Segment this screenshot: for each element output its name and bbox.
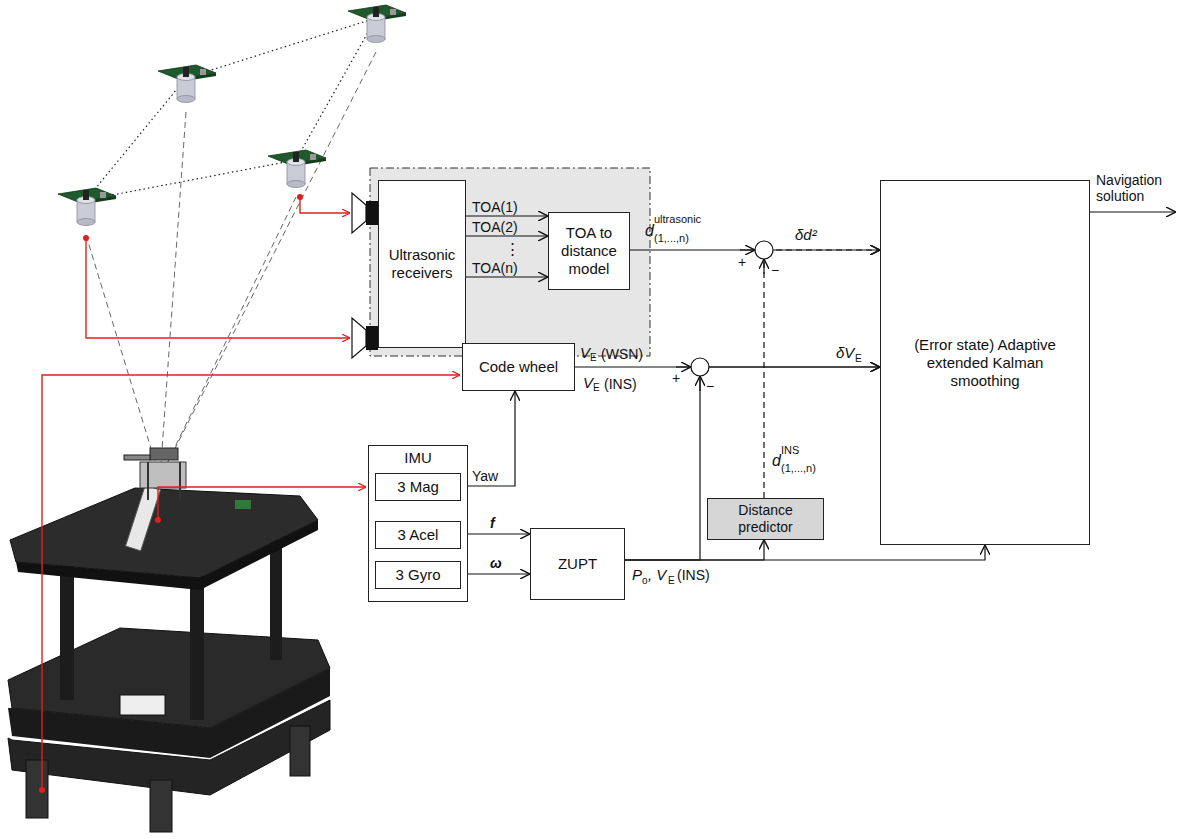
summing-junction [691, 241, 773, 376]
sign: − [771, 262, 779, 278]
connector [466, 276, 548, 277]
edge-label: Yaw [472, 468, 498, 484]
signal-name: δd² [795, 226, 817, 243]
superscript: INS [781, 444, 799, 457]
process-box: ZUPT [530, 528, 625, 600]
beacon [268, 150, 326, 188]
subscript: o [642, 575, 648, 587]
connector [625, 367, 880, 560]
edge-label: f [490, 515, 495, 531]
connector [466, 235, 548, 236]
sensor-box: 3 Acel [375, 521, 461, 549]
node-text: 3 Mag [397, 478, 439, 496]
connector [764, 250, 880, 498]
connector [625, 540, 764, 560]
sensor-link-dot [39, 194, 303, 793]
sign: − [706, 378, 714, 394]
signal-name: (INS) [604, 376, 637, 392]
beacon-links [86, 18, 376, 200]
node-text: IMU [404, 449, 432, 467]
connector [461, 573, 530, 574]
receiver-box: Ultrasonic receivers [378, 180, 466, 348]
signal-name: V [583, 374, 593, 391]
subscript: (1,...,n) [654, 232, 689, 245]
sensor-box: 3 Mag [375, 473, 461, 501]
superscript: ultrasonic [654, 213, 701, 226]
subscript: E [590, 352, 597, 364]
edge-label: TOA(n) [472, 260, 518, 276]
signal-name: P [632, 566, 642, 583]
beacon [348, 5, 406, 43]
beacon [58, 188, 116, 226]
node-text: Distance predictor [711, 502, 820, 536]
ultrasonic-receiver-symbol [352, 193, 378, 358]
sensor-box: 3 Gyro [375, 561, 461, 589]
filter-box: (Error state) Adaptive extended Kalman s… [880, 180, 1090, 545]
connector [466, 215, 548, 216]
sensor-box: Code wheel [462, 343, 575, 391]
imu-box: IMU 3 Mag 3 Acel 3 Gyro [368, 445, 468, 602]
edge-label: TOA(1) [472, 199, 518, 215]
robot [8, 448, 330, 832]
node-text: TOA to distance model [552, 224, 626, 278]
ultrasonic-paths [86, 52, 376, 478]
beacon [158, 65, 216, 103]
signal-name: (INS) [677, 567, 710, 583]
node-text: 3 Gyro [395, 566, 440, 584]
subscript: (1,...,n) [781, 462, 816, 475]
edge-label: TOA(2) [472, 219, 518, 235]
node-text: ZUPT [558, 555, 597, 573]
signal-name: (WSN) [601, 346, 643, 362]
signal-name: d [645, 222, 654, 240]
ellipsis: ⋮ [505, 240, 520, 257]
signal-name: V [580, 344, 590, 361]
sign: + [672, 370, 680, 386]
node-text: Code wheel [479, 358, 558, 376]
node-text: 3 Acel [398, 526, 439, 544]
signal-name: d [772, 452, 781, 470]
connector [461, 533, 530, 534]
node-text: Ultrasonic receivers [382, 246, 462, 282]
output-label: Navigation solution [1096, 172, 1180, 204]
signal-name: δV [836, 344, 854, 361]
receiver-region [370, 168, 650, 356]
subscript: E [855, 353, 862, 365]
subscript: E [593, 382, 600, 394]
model-box: TOA to distance model [548, 212, 630, 290]
connector [630, 249, 880, 250]
process-box: Distance predictor [707, 498, 824, 540]
connector [625, 545, 985, 560]
subscript: E [668, 575, 675, 587]
node-text: (Error state) Adaptive extended Kalman s… [910, 336, 1060, 390]
connector [461, 391, 515, 486]
signal-name: , V [648, 566, 666, 583]
sign: + [738, 254, 746, 270]
edge-label: ω [490, 555, 502, 571]
